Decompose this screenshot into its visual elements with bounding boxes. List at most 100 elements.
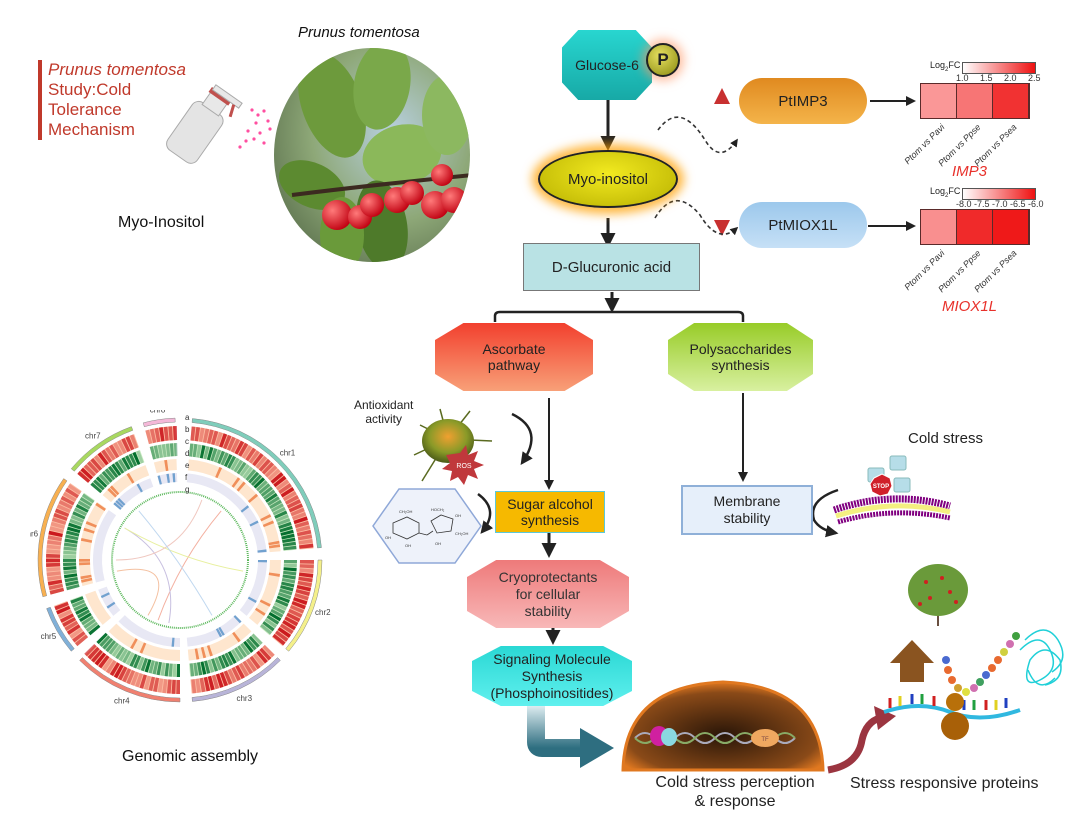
track-b-bin [80,467,94,480]
track-c-bin [189,443,194,457]
heatmap-legend-tick: -7.0 [992,199,1008,209]
track-b-bin [296,584,312,592]
track-c-bin [237,645,248,658]
track-e-bin [171,637,175,647]
track-d-bin [79,562,91,566]
track-e-bin [247,596,257,603]
circos-genome-plot: abcdefgchr1chr2chr3chr4chr5chr6chr7chr8 [30,410,331,705]
track-c-bin [283,560,297,564]
chromosome-5 [46,606,75,652]
svg-text:OH: OH [455,513,461,518]
track-b-bin [53,512,68,521]
track-b-bin [292,511,307,521]
track-c-bin [121,457,131,470]
track-c-bin [227,650,237,664]
signal-label-3: (Phosphoinositides) [490,684,614,701]
chromosome-1 [191,418,322,549]
track-c-bin [63,550,77,555]
photo-caption: Prunus tomentosa [298,24,420,41]
chromosome-3 [191,657,281,702]
track-b-bin [46,562,61,568]
chromosome-4 [79,657,181,703]
track-b-bin [299,543,314,549]
arrow-cold-membrane [811,488,839,538]
svg-text:OH: OH [405,543,411,548]
track-d-bin [254,607,266,616]
chromosome-label: chr1 [280,449,296,458]
track-c-bin [156,661,162,676]
track-d-bin [85,521,97,528]
track-e-bin [218,626,225,636]
track-d-bin [215,467,223,479]
track-b-bin [264,465,278,478]
track-c-bin [152,661,159,675]
track-c-bin [230,457,240,471]
track-d-bin [259,599,271,607]
track-b-bin [105,659,117,674]
ptimp3-gene-node: PtIMP3 [739,78,867,124]
track-c-bin [214,657,222,671]
track-c-bin [129,653,138,667]
track-b-bin [56,504,71,514]
track-c-bin [115,646,125,660]
track-c-bin [70,515,84,523]
track-c-bin [79,612,92,623]
track-b-bin [191,679,197,694]
track-b-bin [255,455,268,469]
heatmap-legend-tick: 1.5 [980,73,993,83]
track-c-bin [248,471,260,484]
track-e-bin [233,615,242,624]
track-b-bin [86,461,100,474]
track-b-bin [69,627,83,639]
track-c-bin [267,496,280,506]
ros-cell-icon: ROS [413,408,493,485]
track-b-bin [288,503,303,513]
track-b-bin [284,616,299,627]
track-c-bin [69,518,83,527]
track-b-bin [235,664,245,679]
track-b-bin [77,471,91,483]
myo-inositol-label: Myo-inositol [567,170,649,188]
ribosome-mrna-icon [883,693,1021,740]
chromosome-8 [142,417,176,428]
track-d-bin [109,485,120,496]
track-b-bin [198,427,205,443]
track-b-bin [129,434,139,449]
track-c-bin [210,448,218,462]
track-b-bin [122,668,132,683]
track-c-bin [105,640,116,653]
track-b-bin [47,575,62,581]
track-c-bin [168,663,173,677]
track-b-bin [46,567,61,572]
track-c-bin [272,506,286,516]
glucose-6-node: Glucose-6 [562,30,652,100]
perception-line-2: & response [694,793,776,810]
track-b-bin [62,491,77,502]
track-b-bin [126,669,136,685]
track-c-bin [164,663,170,677]
track-e-bin [172,473,176,483]
track-c-bin [73,602,87,612]
track-c-bin [269,499,282,509]
track-c-bin [283,567,297,572]
track-b-bin [176,679,180,694]
spray-droplets [238,108,272,149]
track-c-bin [192,443,198,458]
track-b-bin [66,624,81,635]
track-c-bin [283,570,297,576]
track-c-bin [136,656,145,670]
track-b-bin [109,662,120,677]
track-c-bin [125,455,134,469]
ptmiox1l-label: PtMIOX1L [768,216,838,234]
track-d-bin [80,577,93,583]
track-c-bin [221,654,230,668]
track-b-bin [130,671,139,686]
track-b-bin [46,571,61,577]
track-b-bin [125,436,135,451]
track-b-bin [91,649,103,663]
track-b-bin [65,487,79,499]
track-c-bin [260,486,273,497]
track-c-bin [277,518,291,526]
track-b-bin [58,500,73,510]
